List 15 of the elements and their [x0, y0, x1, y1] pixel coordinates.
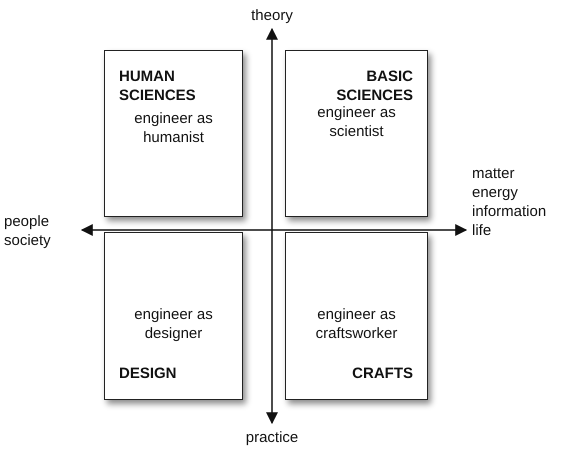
quadrant-box — [104, 50, 243, 217]
quadrant-description: engineer as scientist — [316, 103, 397, 141]
quadrant-box — [285, 232, 428, 400]
quadrant-box — [285, 50, 428, 217]
quadrant-heading: CRAFTS — [351, 364, 413, 383]
quadrant-description: engineer as designer — [133, 305, 214, 343]
quadrant-heading: BASIC SCIENCES — [335, 67, 413, 105]
axis-label: theory — [250, 6, 294, 25]
quadrant-description: engineer as craftsworker — [314, 305, 398, 343]
quadrant-description: engineer as humanist — [133, 109, 214, 147]
axis-label: practice — [244, 428, 300, 447]
axis-label: matter energy information life — [472, 164, 548, 240]
quadrant-heading: DESIGN — [119, 364, 178, 383]
quadrant-box — [104, 232, 243, 400]
axis-label: people society — [4, 212, 52, 250]
